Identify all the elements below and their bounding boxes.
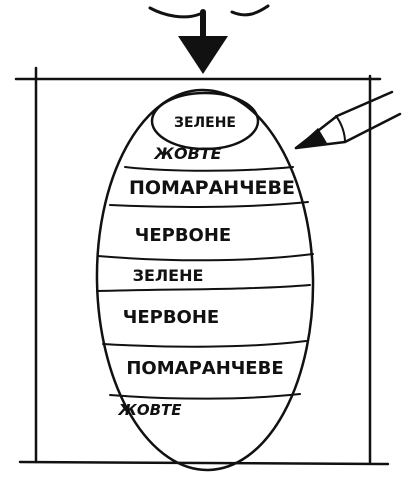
down-arrow-icon: [178, 12, 228, 74]
stripe-label-6: ЧЕРВОНЕ: [123, 307, 219, 328]
stripe-label-1: ЗЕЛЕНЕ: [174, 115, 236, 131]
stripe-label-8: ЖОВТЕ: [117, 401, 182, 419]
stripe-label-4: ЧЕРВОНЕ: [135, 225, 231, 246]
stripe-label-5: ЗЕЛЕНЕ: [133, 266, 204, 285]
pencil-icon: [296, 92, 400, 148]
stripe-label-7: ПОМАРАНЧЕВЕ: [126, 358, 283, 379]
stripe-label-2: ЖОВТЕ: [153, 144, 221, 163]
stripe-label-3: ПОМАРАНЧЕВЕ: [129, 177, 295, 199]
stripe-labels: ЗЕЛЕНЕ ЖОВТЕ ПОМАРАНЧЕВЕ ЧЕРВОНЕ ЗЕЛЕНЕ …: [117, 115, 295, 419]
top-partial-stroke: [150, 6, 268, 17]
